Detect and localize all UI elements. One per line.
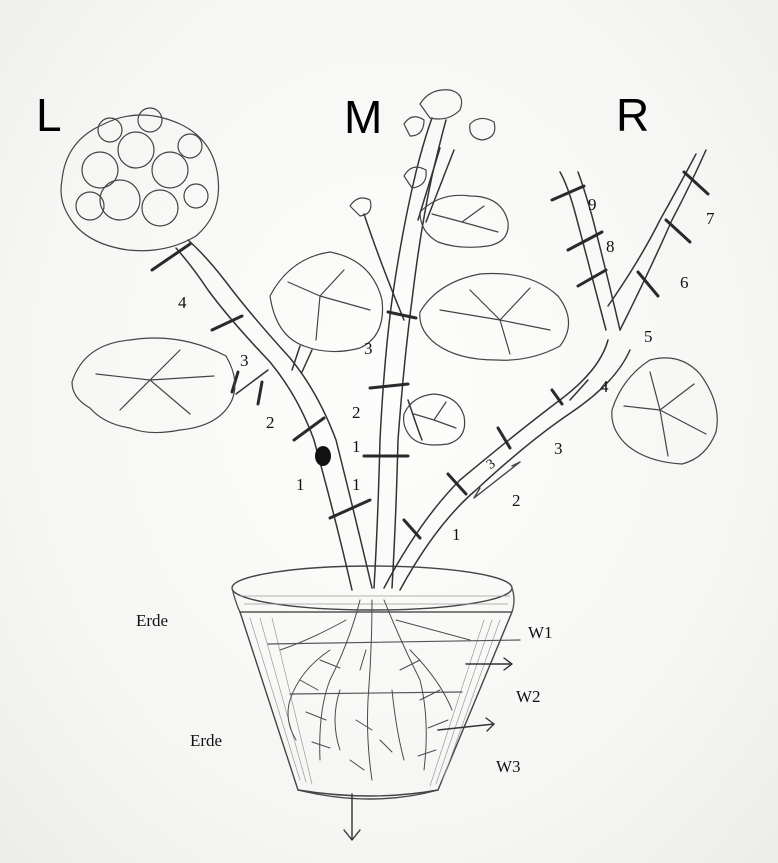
right-segment-label: 3 — [554, 440, 563, 457]
right-segment-label: 9 — [588, 196, 597, 213]
middle-segment-label: 3 — [364, 340, 373, 357]
left-segment-label: 3 — [240, 352, 249, 369]
right-segment-label: 8 — [606, 238, 615, 255]
left-segment-label: 4 — [178, 294, 187, 311]
left-segment-label: 2 — [266, 414, 275, 431]
roots — [280, 600, 470, 780]
soil-label: Erde — [190, 732, 222, 749]
flower-pot — [232, 566, 520, 840]
root-zone-label: W3 — [496, 758, 521, 775]
right-segment-label: 1 — [452, 526, 461, 543]
right-segment-label: 6 — [680, 274, 689, 291]
flower-cluster — [61, 108, 219, 251]
middle-segment-label: 2 — [352, 404, 361, 421]
stem-spot — [315, 446, 331, 466]
stem-label-left: L — [36, 92, 62, 138]
right-segment-label: 4 — [600, 378, 609, 395]
right-segment-label: 2 — [512, 492, 521, 509]
middle-segment-label: 1 — [352, 438, 361, 455]
left-segment-label: 1 — [296, 476, 305, 493]
root-zone-label: W1 — [528, 624, 553, 641]
right-segment-label: 7 — [706, 210, 715, 227]
stem-label-right: R — [616, 92, 649, 138]
root-zone-label: W2 — [516, 688, 541, 705]
stem-label-middle: M — [344, 94, 382, 140]
segment-markers — [152, 172, 708, 538]
right-segment-label: 5 — [644, 328, 653, 345]
middle-inner-label: 1 — [352, 476, 361, 493]
stems — [176, 118, 706, 590]
soil-label: Erde — [136, 612, 168, 629]
